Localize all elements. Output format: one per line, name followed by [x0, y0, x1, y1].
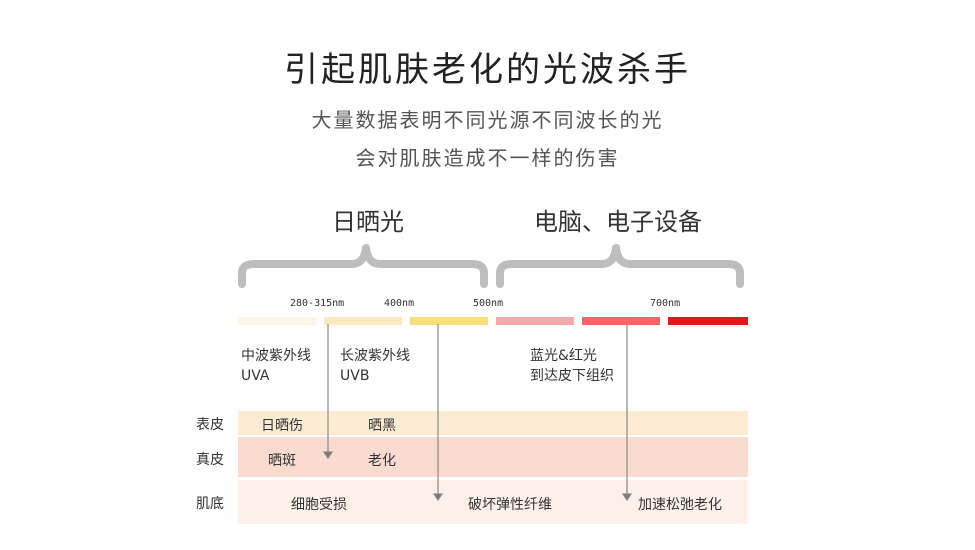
effect-elastic-fiber-damage: 破坏弹性纤维 [468, 497, 552, 513]
layer-row-epidermis [238, 411, 748, 435]
band-uvb: 长波紫外线 UVB [340, 346, 410, 386]
subtitle-line-1: 大量数据表明不同光源不同波长的光 [311, 108, 664, 132]
band-uva-code: UVA [241, 368, 270, 384]
spectrum-segment-5 [582, 317, 660, 325]
band-uvb-code: UVB [340, 368, 370, 384]
arrow-uvb-head [432, 493, 444, 502]
brace-graphics [238, 244, 744, 288]
layer-name-dermis: 真皮 [196, 452, 224, 468]
spectrum-segment-1 [238, 317, 316, 325]
spectrum-segment-3 [410, 317, 488, 325]
layer-row-dermis [238, 437, 748, 477]
band-blue-red-name: 蓝光&红光 [530, 348, 597, 364]
wavelength-label-400: 400nm [384, 298, 415, 309]
effect-sagging-aging: 加速松弛老化 [638, 497, 722, 513]
spectrum-segment-6 [668, 317, 748, 325]
band-uvb-name: 长波紫外线 [340, 348, 410, 364]
subtitle-line-2: 会对肌肤造成不一样的伤害 [355, 146, 620, 170]
layer-name-subcutis: 肌底 [196, 496, 224, 512]
group-label-sunlight: 日晒光 [332, 208, 404, 236]
wavelength-label-500: 500nm [473, 298, 504, 309]
spectrum-segment-2 [324, 317, 402, 325]
spectrum-segment-4 [496, 317, 574, 325]
wavelength-label-700: 700nm [650, 298, 681, 309]
arrow-uva-head [322, 451, 334, 460]
layer-name-epidermis: 表皮 [196, 417, 224, 433]
page-title: 引起肌肤老化的光波杀手 [284, 50, 691, 90]
brace-sunlight [238, 244, 488, 288]
effect-sun-spots: 晒斑 [268, 453, 296, 469]
effect-tanning: 晒黑 [368, 418, 396, 434]
band-uva: 中波紫外线 UVA [241, 346, 311, 386]
band-blue-red-desc: 到达皮下组织 [530, 368, 614, 384]
band-blue-red: 蓝光&红光 到达皮下组织 [530, 346, 614, 386]
effect-cell-damage: 细胞受损 [291, 497, 347, 513]
effect-sunburn: 日晒伤 [261, 418, 303, 434]
wavelength-label-280-315: 280-315nm [290, 298, 345, 309]
brace-devices [496, 244, 744, 288]
arrow-blue-red-head [621, 493, 633, 502]
layer-row-subcutis [238, 480, 748, 524]
band-uva-name: 中波紫外线 [241, 348, 311, 364]
effect-aging: 老化 [368, 453, 396, 469]
group-label-devices: 电脑、电子设备 [534, 208, 702, 236]
